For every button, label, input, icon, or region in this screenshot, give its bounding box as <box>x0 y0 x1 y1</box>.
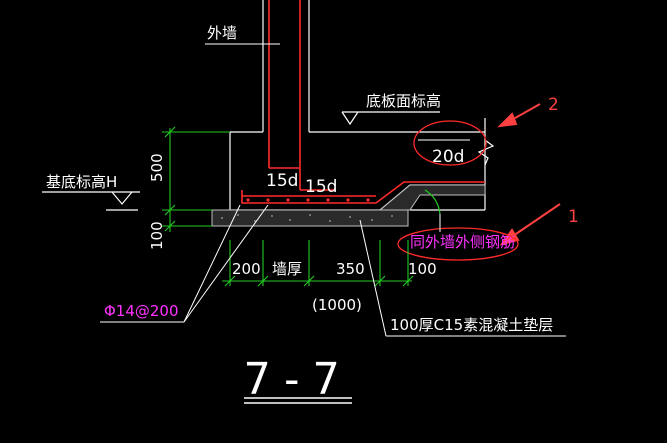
dim-horizontal-total: (1000) <box>312 296 362 314</box>
wall-rebar <box>268 0 336 191</box>
dim-vertical-upper: 500 <box>148 153 166 182</box>
break-line <box>477 139 495 166</box>
dim-horizontal-left: 200 <box>232 260 261 278</box>
foundation-bottom-elevation-label: 基底标高H <box>46 173 117 191</box>
callout-1-number: 1 <box>568 207 579 227</box>
slab-top-elevation-marker <box>341 111 440 126</box>
dim-vertical-lower: 100 <box>148 221 166 250</box>
callout-2-number: 2 <box>548 95 559 115</box>
foundation-bottom-elevation-marker <box>42 191 140 211</box>
lap-15d-right-label: 15d <box>305 177 337 197</box>
callout-2-arrow <box>497 103 541 128</box>
lap-20d-label: 20d <box>432 147 464 167</box>
rebar-spec-label: Φ14@200 <box>104 302 179 320</box>
dim-horizontal-edge: 100 <box>408 260 437 278</box>
bottom-rebar <box>241 181 485 204</box>
cushion-layer-label: 100厚C15素混凝土垫层 <box>390 316 553 334</box>
haunch-arc <box>424 189 441 215</box>
callout-1-arrow <box>499 203 561 246</box>
same-as-wall-rebar-label: 同外墙外侧钢筋 <box>410 233 515 251</box>
rebar-spec-leaders <box>100 204 269 323</box>
lap-15d-left-label: 15d <box>266 171 298 191</box>
dim-horizontal-right: 350 <box>336 260 365 278</box>
outer-wall <box>262 0 310 132</box>
slab-top-elevation-label: 底板面标高 <box>366 92 441 110</box>
vertical-dimension-lines <box>162 126 230 232</box>
horizontal-dimension-lines <box>222 240 414 287</box>
outer-wall-label: 外墙 <box>207 24 237 42</box>
dim-horizontal-wall: 墙厚 <box>272 260 302 278</box>
same-as-wall-rebar-highlight <box>397 227 519 261</box>
lap-20d-highlight <box>413 120 487 166</box>
section-title: 7-7 <box>244 354 347 405</box>
cushion-layer-leader <box>359 219 566 337</box>
